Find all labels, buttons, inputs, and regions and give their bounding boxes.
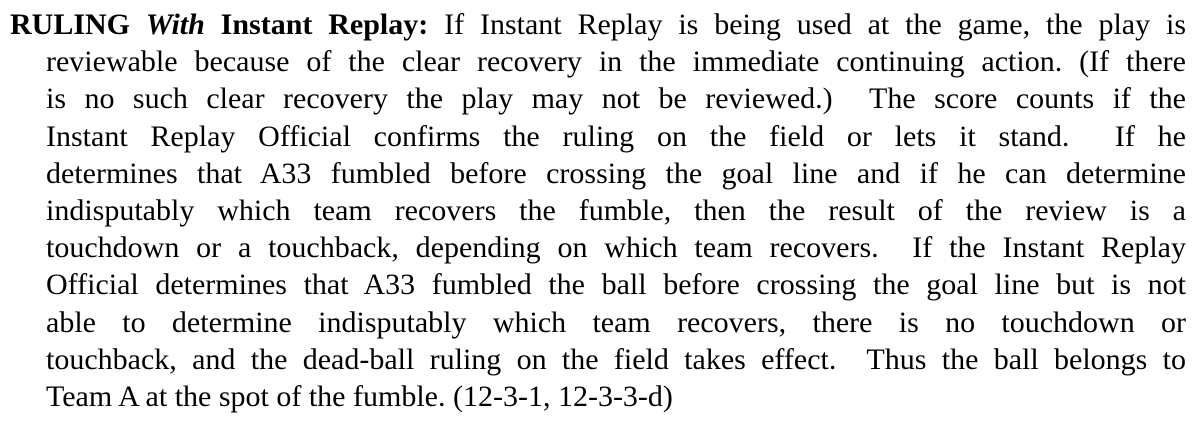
text-line-10: touchback, and the dead-ball ruling on t… bbox=[46, 341, 1186, 378]
text-segment: able to determine indisputably which tea… bbox=[46, 305, 1186, 339]
text-line-6: indisputably which team recovers the fum… bbox=[46, 192, 1186, 229]
text-line-7: touchdown or a touchback, depending on w… bbox=[46, 229, 1186, 266]
text-segment: touchback, and the dead-ball ruling on t… bbox=[46, 342, 1186, 376]
text-segment: is no such clear recovery the play may n… bbox=[46, 82, 1186, 116]
text-segment: touchdown or a touchback, depending on w… bbox=[46, 231, 1186, 265]
text-line-1: RULING With Instant Replay: If Instant R… bbox=[10, 6, 1186, 43]
text-line-11: Team A at the spot of the fumble. (12-3-… bbox=[46, 378, 1186, 415]
text-line-9: able to determine indisputably which tea… bbox=[46, 304, 1186, 341]
text-segment: determines that A33 fumbled before cross… bbox=[46, 156, 1186, 190]
text-segment: Instant Replay Official confirms the rul… bbox=[46, 119, 1186, 153]
with-label: With bbox=[145, 8, 205, 41]
text-segment: Team A at the spot of the fumble. (12-3-… bbox=[46, 380, 673, 414]
ruling-paragraph: RULING With Instant Replay: If Instant R… bbox=[0, 6, 1200, 415]
text-line-4: Instant Replay Official confirms the rul… bbox=[46, 118, 1186, 155]
instant-replay-label: Instant Replay: bbox=[204, 8, 445, 41]
ruling-label: RULING bbox=[10, 8, 146, 41]
text-line-8: Official determines that A33 fumbled the… bbox=[46, 266, 1186, 303]
text-segment: indisputably which team recovers the fum… bbox=[46, 194, 1186, 228]
text-line-5: determines that A33 fumbled before cross… bbox=[46, 155, 1186, 192]
text-line-3: is no such clear recovery the play may n… bbox=[46, 80, 1186, 117]
text-segment: Official determines that A33 fumbled the… bbox=[46, 268, 1186, 302]
text-line-2: reviewable because of the clear recovery… bbox=[46, 43, 1186, 80]
ruling-body-text: If Instant Replay is being used at the g… bbox=[444, 8, 1186, 41]
text-segment: reviewable because of the clear recovery… bbox=[46, 45, 1186, 79]
